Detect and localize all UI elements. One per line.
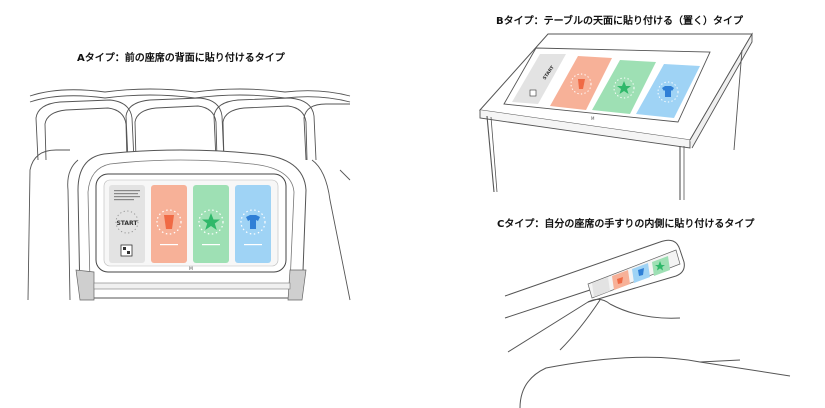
qr-code-icon-b bbox=[530, 90, 536, 96]
start-label: START bbox=[116, 220, 138, 227]
logo-mark-b: M bbox=[591, 116, 595, 121]
qr-code-icon bbox=[121, 245, 132, 256]
start-card-c[interactable] bbox=[592, 277, 610, 297]
device-c bbox=[588, 250, 680, 298]
device-a: START M bbox=[96, 174, 286, 272]
logo-mark: M bbox=[189, 266, 193, 272]
